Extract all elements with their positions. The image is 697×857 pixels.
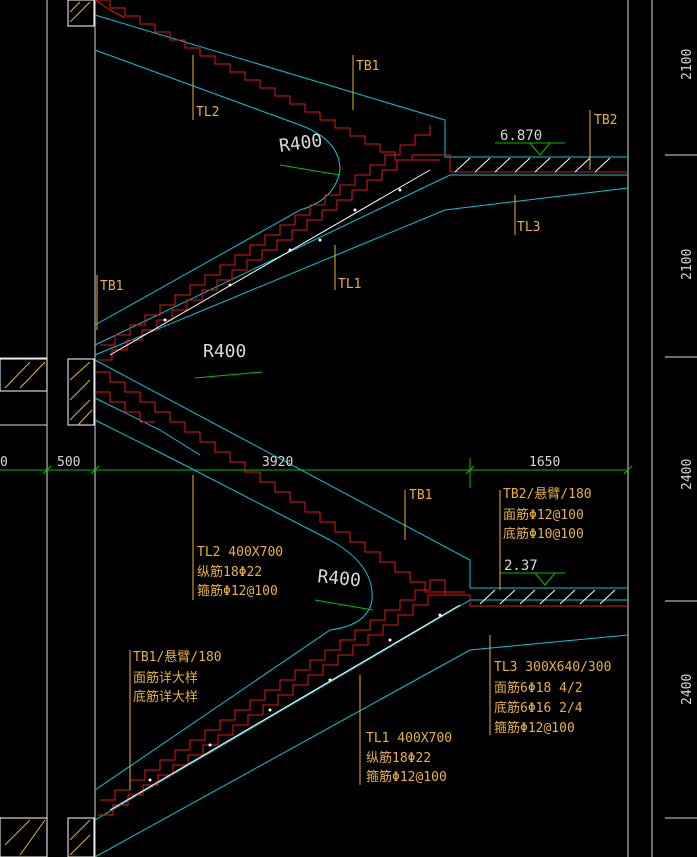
dim-2100-second: 2100 (680, 249, 695, 280)
elevation-top: 6.870 (500, 128, 542, 144)
label-tl3-top: TL3 (517, 220, 540, 235)
note-tl2: TL2 400X700 纵筋18Φ22 箍筋Φ12@100 (197, 545, 283, 599)
dim-2400-third: 2400 (680, 459, 695, 490)
note-tl1-line3: 箍筋Φ12@100 (366, 769, 447, 785)
radius-leaders (194, 164, 374, 611)
stair-steps (94, 0, 628, 816)
note-tb2-line3: 底筋Φ10@100 (503, 526, 584, 542)
note-tb2-line2: 面筋Φ12@100 (503, 507, 584, 523)
radius-label-lower: R400 (316, 566, 361, 591)
note-tb2: TB2/悬臂/180 面筋Φ12@100 底筋Φ10@100 (503, 487, 592, 542)
dim-2400-fourth: 2400 (680, 674, 695, 705)
note-tl2-line2: 纵筋18Φ22 (197, 564, 262, 580)
dim-2100-top: 2100 (680, 49, 695, 80)
dim-1650: 1650 (529, 455, 560, 470)
note-tl3-line2: 面筋6Φ18 4/2 (494, 680, 583, 696)
wall-hatch (0, 0, 95, 857)
note-tl1: TL1 400X700 纵筋18Φ22 箍筋Φ12@100 (366, 731, 452, 785)
label-tb1-top: TB1 (356, 59, 379, 74)
note-tb1: TB1/悬臂/180 面筋详大样 底筋详大样 (133, 650, 222, 705)
note-tl3-line4: 箍筋Φ12@100 (494, 720, 575, 736)
note-tb2-line1: TB2/悬臂/180 (503, 487, 592, 502)
note-tl3-line3: 底筋6Φ16 2/4 (494, 700, 583, 716)
label-tb2-top: TB2 (594, 113, 617, 128)
stair-outline (94, 14, 629, 857)
note-tb1-line2: 面筋详大样 (133, 670, 198, 686)
radius-label-top: R400 (278, 130, 324, 157)
label-tb1-lower: TB1 (409, 488, 432, 503)
elevation-markers (495, 142, 565, 586)
label-tl2-top: TL2 (196, 105, 219, 120)
dim-3920: 3920 (262, 455, 293, 470)
label-tl1-mid: TL1 (338, 277, 361, 292)
note-tl1-line2: 纵筋18Φ22 (366, 750, 431, 766)
note-tl3: TL3 300X640/300 面筋6Φ18 4/2 底筋6Φ16 2/4 箍筋… (494, 660, 611, 736)
dim-500: 500 (57, 455, 80, 470)
note-tl2-line1: TL2 400X700 (197, 545, 283, 560)
label-tb1-mid: TB1 (100, 279, 123, 294)
note-tl1-line1: TL1 400X700 (366, 731, 452, 746)
dim-left-partial: 0 (0, 455, 8, 470)
radius-label-middle: R400 (203, 341, 246, 362)
rebar-marks (109, 169, 461, 811)
dimension-line (0, 458, 633, 488)
note-tl2-line3: 箍筋Φ12@100 (197, 583, 278, 599)
elevation-lower: 2.37 (504, 558, 538, 574)
note-tb1-line1: TB1/悬臂/180 (133, 650, 222, 665)
note-tl3-line1: TL3 300X640/300 (494, 660, 611, 675)
leader-lines (96, 55, 591, 790)
landing-hatch (454, 157, 616, 605)
note-tb1-line3: 底筋详大样 (133, 689, 198, 705)
wall-hatch-lines (4, 1, 93, 856)
